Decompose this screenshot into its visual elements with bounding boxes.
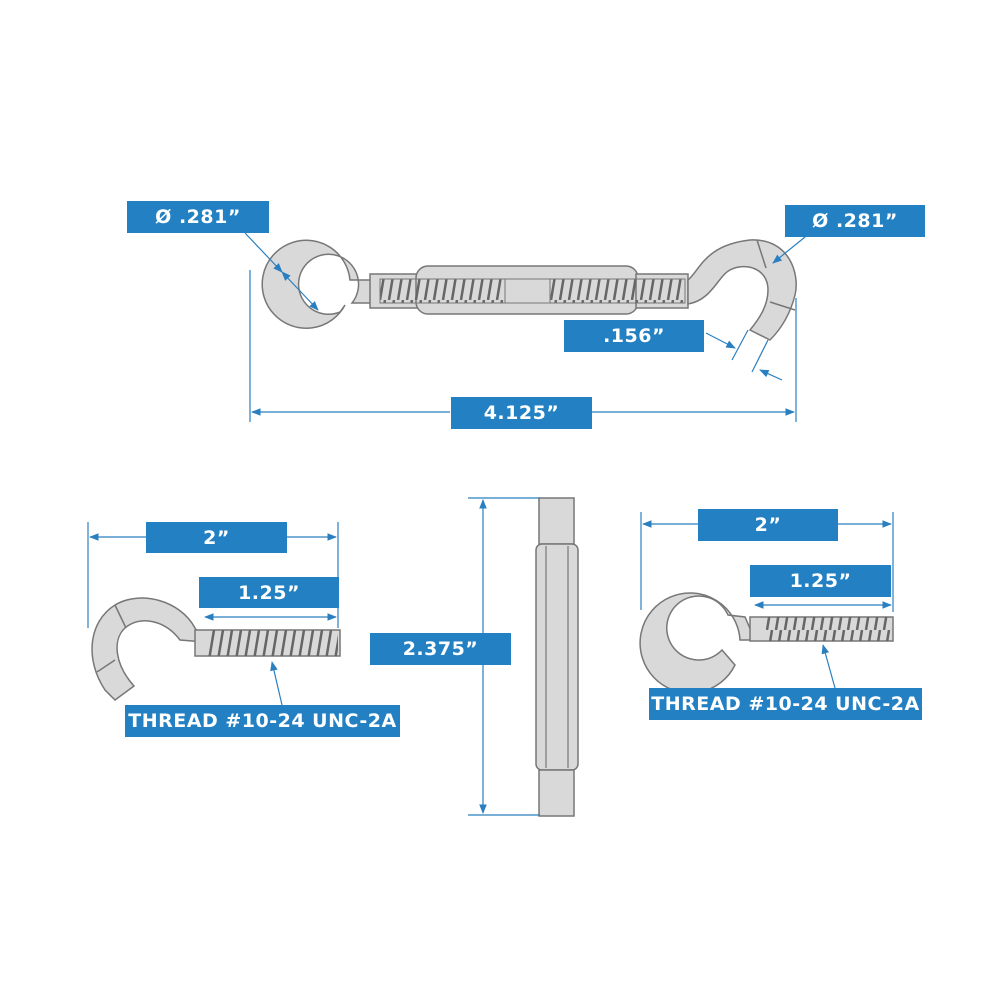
eye-dimensions xyxy=(640,512,894,689)
body-length-label: 2.375” xyxy=(370,633,511,665)
overall-length-label: 4.125” xyxy=(451,397,592,429)
hook-overall-length-label: 2” xyxy=(146,522,287,553)
hook-thread-length-label: 1.25” xyxy=(199,577,339,608)
wire-thickness-label: .156” xyxy=(564,320,704,352)
eye-thread-length-label: 1.25” xyxy=(750,565,891,597)
hook-detail-drawing xyxy=(91,597,341,701)
turnbuckle-assembly xyxy=(261,239,797,341)
hook-dimensions xyxy=(87,522,339,706)
top-dimensions xyxy=(244,232,806,422)
eye-diameter-label: Ø .281” xyxy=(127,201,269,233)
hook-diameter-label: Ø .281” xyxy=(785,205,925,237)
eye-overall-length-label: 2” xyxy=(698,509,838,541)
eye-detail-drawing xyxy=(639,592,894,694)
body-side-drawing xyxy=(535,497,579,817)
eye-thread-spec-label: THREAD #10-24 UNC-2A xyxy=(649,688,922,720)
hook-thread-spec-label: THREAD #10-24 UNC-2A xyxy=(125,705,400,737)
eye-end xyxy=(261,239,373,329)
